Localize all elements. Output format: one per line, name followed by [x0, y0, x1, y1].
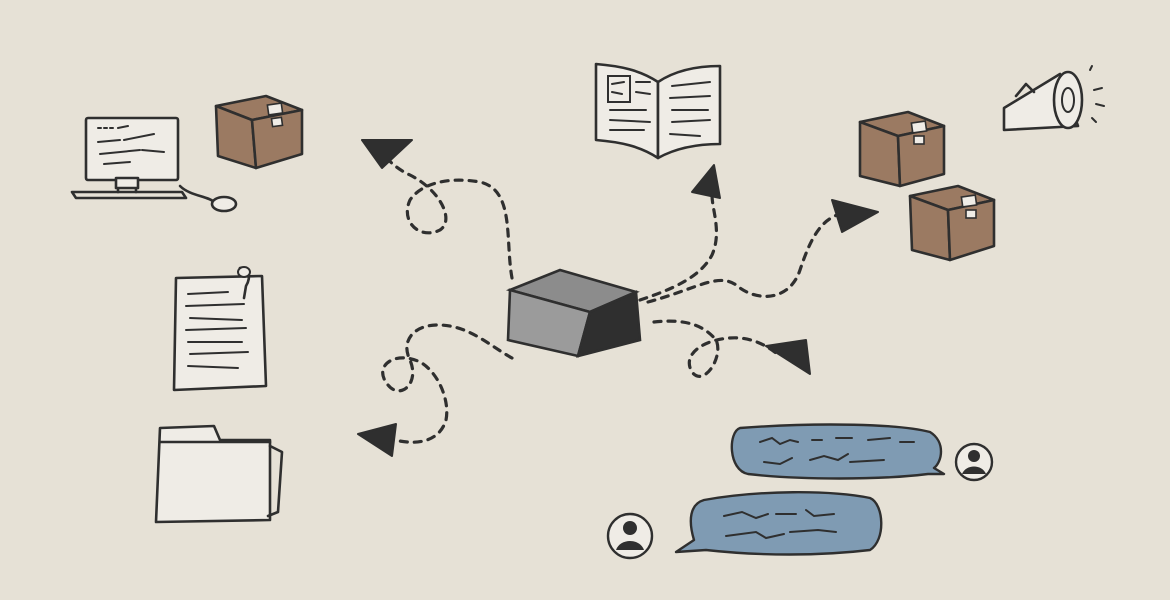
arrowhead-icon: [765, 339, 811, 375]
flow-path-bottom-left: [357, 323, 514, 457]
arrowhead-icon: [831, 199, 879, 233]
central-server-box-icon: [505, 268, 642, 358]
flow-path-top-right-book: [638, 164, 721, 302]
flow-path-bottom-right: [652, 319, 811, 378]
flow-path-right-boxes: [646, 199, 879, 304]
arrowhead-icon: [361, 139, 413, 169]
package-icon: [858, 110, 946, 188]
arrowhead-icon: [691, 164, 721, 199]
chat-bubble-left: [606, 491, 883, 560]
chat-conversation-icon: [606, 423, 994, 560]
chat-bubble-right: [730, 423, 994, 482]
document-icon: [172, 266, 268, 392]
folder-icon: [154, 424, 284, 524]
package-icon: [908, 184, 996, 262]
desktop-computer-icon: [70, 116, 238, 213]
open-book-icon: [594, 62, 722, 160]
arrowhead-icon: [357, 423, 397, 457]
package-stack-icon: [858, 110, 996, 262]
package-icon: [214, 94, 304, 170]
flow-path-top-left: [361, 139, 514, 280]
avatar: [606, 512, 654, 560]
megaphone-icon: [1002, 65, 1105, 132]
